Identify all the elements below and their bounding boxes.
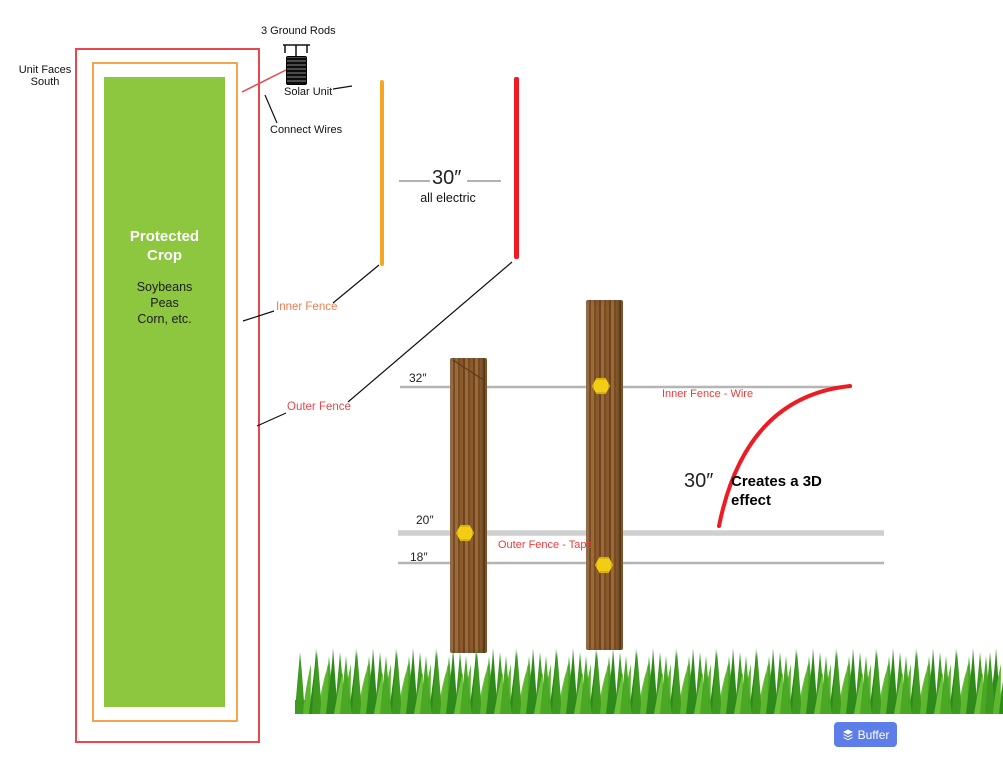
solar-unit-icon (286, 56, 307, 85)
crop-item: Peas (150, 296, 179, 310)
height-32-label: 32″ (409, 371, 427, 385)
fence-post-back (586, 300, 623, 650)
solar-unit-label: Solar Unit (284, 86, 333, 98)
height-18-label: 18″ (410, 550, 428, 564)
buffer-badge-label: Buffer (857, 727, 890, 742)
outer-fence-label: Outer Fence (287, 401, 351, 413)
height-20-label: 20″ (416, 513, 434, 527)
crop-item: Corn, etc. (137, 312, 192, 326)
fence-post-front (450, 358, 487, 653)
crop-title: Protected Crop (129, 228, 200, 264)
insulator-icon (456, 525, 474, 541)
outer-fence-rect (75, 48, 260, 743)
all-electric-label: all electric (420, 191, 476, 205)
leader-outer-fence-right (347, 261, 513, 403)
leader-outer-fence-left (256, 412, 287, 427)
insulator-icon (592, 378, 610, 394)
inner-fence-wire-label: Inner Fence - Wire (662, 388, 754, 400)
connect-wires-label: Connect Wires (270, 124, 343, 136)
outer-fence-tape-label: Outer Fence - Tape (498, 539, 593, 551)
spacing-measure: 30″ (432, 167, 462, 189)
ground-rods-label: 3 Ground Rods (261, 25, 336, 37)
grass-illustration (295, 642, 1003, 714)
buffer-logo-icon (842, 729, 853, 740)
effect-measure: 30″ (684, 470, 714, 492)
effect-note: Creates a 3D effect (731, 473, 822, 509)
protected-crop-area: Protected Crop Soybeans Peas Corn, etc. (104, 77, 225, 707)
inner-fence-sample-line (380, 80, 384, 266)
buffer-badge[interactable]: Buffer (834, 722, 897, 747)
leader-inner-fence-right (332, 264, 380, 304)
outer-fence-sample-line (514, 77, 519, 259)
crop-list: Soybeans Peas Corn, etc. (104, 279, 225, 327)
unit-faces-south-label: Unit Faces South (18, 64, 72, 88)
solar-label-line (332, 85, 353, 90)
insulator-icon (595, 557, 613, 573)
connect-wires-line (264, 94, 278, 124)
inner-fence-label: Inner Fence (276, 301, 338, 313)
inner-fence-rect (92, 62, 238, 722)
crop-item: Soybeans (136, 280, 193, 294)
